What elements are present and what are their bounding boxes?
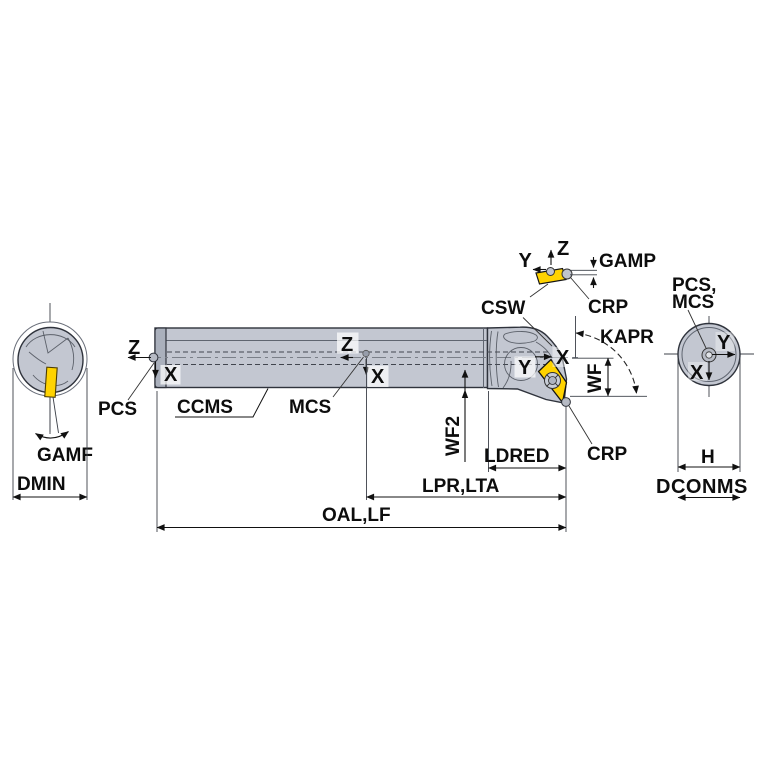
csw-leader-top <box>529 283 549 298</box>
label-crp-bottom: CRP <box>587 444 627 465</box>
y-label-box <box>514 356 536 378</box>
label-gamf: GAMF <box>37 445 93 466</box>
axis-marker-cutting-point: Y X <box>514 347 573 379</box>
mcs-origin-point <box>362 349 370 358</box>
label-dconms: DCONMS <box>656 476 748 498</box>
insert-top-view: Z Y GAMP CRP CSW <box>481 238 656 347</box>
insert-screw-top <box>546 267 555 276</box>
label-pcs-mcs-line1: PCS, <box>672 275 716 296</box>
kapr-wf-dimensions: WF KAPR CRP <box>568 316 654 465</box>
head-inner-detail <box>489 330 553 389</box>
crp-top-leader <box>570 277 590 300</box>
wf2-arrowhead-2 <box>461 389 469 398</box>
x-axis-label: X <box>371 366 385 388</box>
label-h: H <box>701 447 715 468</box>
label-dmin: DMIN <box>17 474 66 495</box>
label-kapr: KAPR <box>600 327 654 348</box>
z-axis-label: Z <box>128 337 140 359</box>
gamf-ref-line-tilted <box>52 396 59 434</box>
crp-bottom-leader <box>568 405 593 445</box>
insert-clamp-screw <box>544 372 561 389</box>
length-dimensions: WF2 LDRED LPR,LTA OAL,LF <box>156 358 567 532</box>
label-pcs: PCS <box>98 399 137 420</box>
axis-marker-shank-end: Z X <box>127 337 181 386</box>
label-mcs: MCS <box>289 397 331 418</box>
label-csw: CSW <box>481 298 525 319</box>
y-axis-label: Y <box>519 250 533 272</box>
corner-reference-point-side <box>561 397 571 407</box>
y-axis-label: Y <box>717 332 731 354</box>
coupling-center-hole <box>705 351 713 359</box>
label-lpr-lta: LPR,LTA <box>422 476 500 497</box>
ccms-leader-line <box>175 388 269 418</box>
x-label-box <box>688 362 707 381</box>
z-label-box <box>337 332 359 354</box>
label-ccms: CCMS <box>177 397 233 418</box>
x-label-box <box>367 365 389 387</box>
front-end-view: GAMF DMIN <box>12 303 93 501</box>
kapr-angle-arc <box>575 330 639 394</box>
x-axis-label: X <box>690 362 704 384</box>
x-axis-label: X <box>164 364 178 386</box>
label-gamp: GAMP <box>599 251 656 272</box>
label-pcs-mcs-line2: MCS <box>672 292 714 313</box>
x-label-box <box>160 365 181 385</box>
main-side-view: Z X Z X Y X PCS CCMS MCS <box>98 326 578 420</box>
mcs-leader-line <box>332 356 364 398</box>
axis-marker-shank-mid: Z X <box>332 332 389 398</box>
z-axis-label: Z <box>557 238 569 260</box>
y-axis-label: Y <box>518 357 532 379</box>
coupling-inner-contour <box>681 327 737 382</box>
coupling-end-view: Y X PCS, MCS H DCONMS <box>656 275 754 501</box>
label-ldred: LDRED <box>484 446 549 467</box>
label-wf2: WF2 <box>443 416 464 456</box>
label-oal-lf: OAL,LF <box>322 505 391 526</box>
gamf-angle-arc <box>35 431 69 441</box>
pcs-mcs-leader <box>687 309 707 349</box>
label-wf: WF <box>585 363 606 393</box>
insert-front-view <box>44 366 58 398</box>
label-crp-top: CRP <box>588 297 628 318</box>
corner-reference-point-top <box>561 268 573 280</box>
x-axis-label: X <box>556 347 570 369</box>
csw-leader-bottom <box>522 317 553 347</box>
pcs-leader-line <box>127 362 155 401</box>
y-label-box <box>715 332 735 351</box>
z-axis-label: Z <box>341 334 353 356</box>
x-label-box <box>552 347 573 367</box>
